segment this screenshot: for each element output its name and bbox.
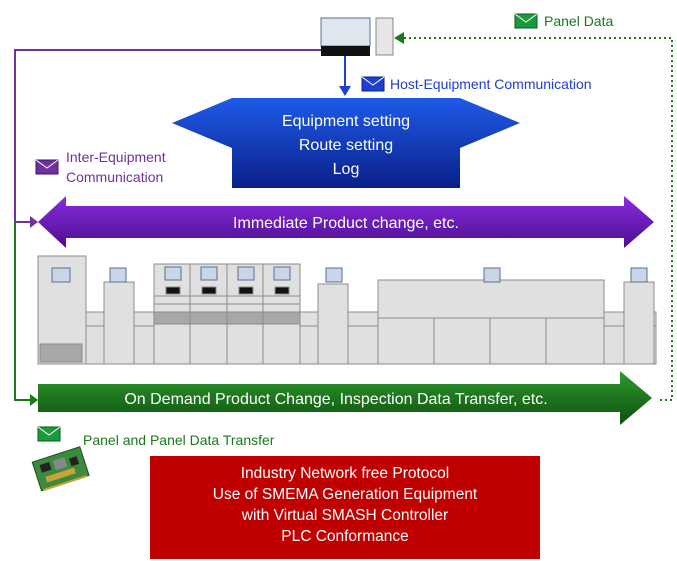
envelope-icon — [361, 76, 385, 92]
on-demand-arrow — [38, 371, 652, 425]
panel-data-line — [394, 32, 673, 401]
host-computer-icon — [320, 17, 394, 56]
circuit-board-icon — [31, 446, 90, 492]
panel-transfer-line — [14, 222, 38, 406]
host-block-line1: Equipment setting — [282, 113, 410, 130]
immediate-change-arrow — [38, 196, 654, 248]
host-block-line3: Log — [333, 161, 360, 178]
protocol-line: PLC Conformance — [281, 528, 409, 545]
inter-equipment-label-line1: Inter-Equipment — [66, 149, 166, 165]
panel-data-label: Panel Data — [544, 13, 614, 29]
host-block-line2: Route setting — [299, 137, 393, 154]
envelope-icon — [514, 13, 538, 29]
protocol-line: Industry Network free Protocol — [240, 465, 450, 482]
inter-equipment-line — [14, 49, 321, 228]
protocol-box: Industry Network free Protocol Use of SM… — [150, 456, 540, 559]
protocol-line: Use of SMEMA Generation Equipment — [212, 486, 478, 503]
panel-transfer-label: Panel and Panel Data Transfer — [83, 432, 275, 448]
host-block — [172, 98, 520, 188]
inter-equipment-label-line2: Communication — [66, 169, 164, 185]
host-equipment-label: Host-Equipment Communication — [390, 76, 592, 92]
immediate-change-text: Immediate Product change, etc. — [233, 215, 459, 232]
envelope-icon — [35, 159, 59, 175]
equipment-line — [37, 255, 657, 365]
envelope-icon — [37, 426, 61, 442]
host-equipment-arrow — [339, 56, 351, 96]
protocol-line: with Virtual SMASH Controller — [241, 507, 449, 524]
on-demand-text: On Demand Product Change, Inspection Dat… — [124, 391, 547, 408]
